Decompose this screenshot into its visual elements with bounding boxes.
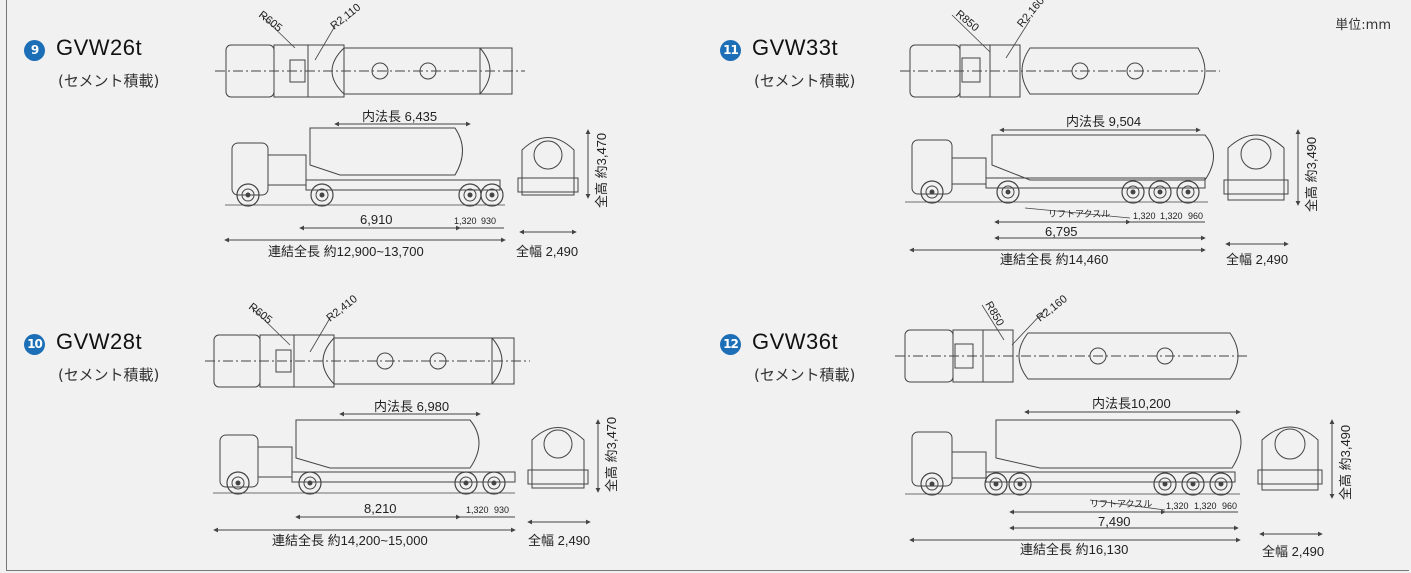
vehicle-9-total-length: 連結全長 約12,900~13,700 — [268, 244, 424, 259]
vehicle-10-width: 全幅 2,490 — [528, 533, 590, 548]
vehicle-12-width: 全幅 2,490 — [1262, 544, 1324, 559]
vehicle-10-top-view — [205, 307, 530, 388]
vehicle-11-subtitle: (セメント積載) — [754, 72, 856, 90]
vehicle-9-wheelbase: 6,910 — [360, 212, 393, 227]
vehicle-11-radius-small: R850 — [953, 8, 981, 34]
vehicle-10-side-view — [213, 419, 516, 495]
vehicle-9-inner-length: 内法長 6,435 — [362, 109, 437, 124]
vehicle-9-title: GVW26t — [56, 35, 143, 60]
vehicle-10-radius-large: R2,410 — [324, 293, 359, 324]
vehicle-9-top-view — [215, 15, 525, 98]
vehicle-12-height: 全高 約3,490 — [1338, 425, 1353, 500]
vehicle-11-axle-spacing-3: 960 — [1188, 211, 1203, 221]
vehicle-10-height: 全高 約3,470 — [604, 417, 619, 492]
vehicle-10-subtitle: (セメント積載) — [58, 366, 160, 384]
vehicle-9-radius-small: R605 — [256, 9, 284, 35]
vehicle-10-radius-small: R605 — [246, 301, 274, 327]
vehicle-10-axle-spacing-1: 1,320 — [466, 505, 489, 515]
vehicle-10-total-length: 連結全長 約14,200~15,000 — [272, 533, 428, 548]
vehicle-12-side-view — [905, 419, 1242, 496]
vehicle-10-rear-view — [527, 427, 589, 489]
vehicle-10-drawing — [205, 307, 601, 533]
vehicle-9-side-view — [225, 127, 505, 207]
vehicle-9-width: 全幅 2,490 — [516, 244, 578, 259]
vehicle-12-total-length: 連結全長 約16,130 — [1020, 542, 1128, 557]
vehicle-12-radius-small: R850 — [982, 300, 1006, 329]
vehicle-9-axle-spacing-2: 930 — [481, 216, 496, 226]
vehicle-9-rear-view — [517, 137, 579, 196]
vehicle-11-rear-view — [1223, 134, 1289, 201]
vehicle-11-side-view — [905, 134, 1214, 204]
vehicle-9-axle-spacing-1: 1,320 — [454, 216, 477, 226]
vehicle-9-drawing — [215, 15, 591, 243]
vehicle-12-inner-length: 内法長10,200 — [1092, 396, 1171, 411]
vehicle-10-inner-length: 内法長 6,980 — [374, 399, 449, 414]
vehicle-10-title: GVW28t — [56, 329, 143, 354]
vehicle-12-rear-view — [1257, 426, 1323, 491]
vehicle-10-axle-spacing-2: 930 — [494, 505, 509, 515]
vehicle-11-wheelbase: 6,795 — [1045, 224, 1078, 239]
diagram-frame — [6, 0, 1409, 571]
vehicle-12-axle-spacing-3: 960 — [1222, 501, 1237, 511]
vehicle-11-width: 全幅 2,490 — [1226, 252, 1288, 267]
vehicle-11-lift-axle: リフトアクスル — [1048, 209, 1110, 219]
vehicle-12-lift-axle: リフトアクスル — [1090, 499, 1152, 509]
vehicle-11-radius-large: R2,160 — [1015, 0, 1047, 30]
vehicle-11-title: GVW33t — [752, 35, 839, 60]
vehicle-11-total-length: 連結全長 約14,460 — [1000, 252, 1108, 267]
vehicle-11-axle-spacing-2: 1,320 — [1160, 211, 1183, 221]
vehicle-9-height: 全高 約3,470 — [594, 133, 609, 208]
vehicle-11-axle-spacing-1: 1,320 — [1133, 211, 1156, 221]
vehicle-12-top-view — [895, 304, 1250, 383]
vehicle-9-radius-large: R2,110 — [328, 2, 363, 33]
vehicle-12-axle-spacing-2: 1,320 — [1194, 501, 1217, 511]
vehicle-12-badge: 12 — [720, 334, 741, 355]
vehicle-11-badge: 11 — [720, 40, 741, 61]
vehicle-12-drawing — [895, 304, 1335, 543]
vehicle-12-title: GVW36t — [752, 329, 839, 354]
vehicle-9-badge: 9 — [24, 40, 45, 61]
vehicle-12-wheelbase: 7,490 — [1098, 514, 1131, 529]
vehicle-9-subtitle: (セメント積載) — [58, 72, 160, 90]
vehicle-12-radius-large: R2,160 — [1034, 293, 1069, 324]
vehicle-11-drawing — [900, 14, 1301, 253]
vehicle-11-height: 全高 約3,490 — [1304, 137, 1319, 212]
vehicle-10-badge: 10 — [24, 334, 45, 355]
vehicle-10-wheelbase: 8,210 — [364, 501, 397, 516]
vehicle-12-axle-spacing-1: 1,320 — [1166, 501, 1189, 511]
vehicle-11-inner-length: 内法長 9,504 — [1066, 114, 1141, 129]
unit-label: 単位:mm — [1335, 18, 1391, 33]
vehicle-12-subtitle: (セメント積載) — [754, 366, 856, 384]
vehicle-11-top-view — [900, 14, 1220, 98]
